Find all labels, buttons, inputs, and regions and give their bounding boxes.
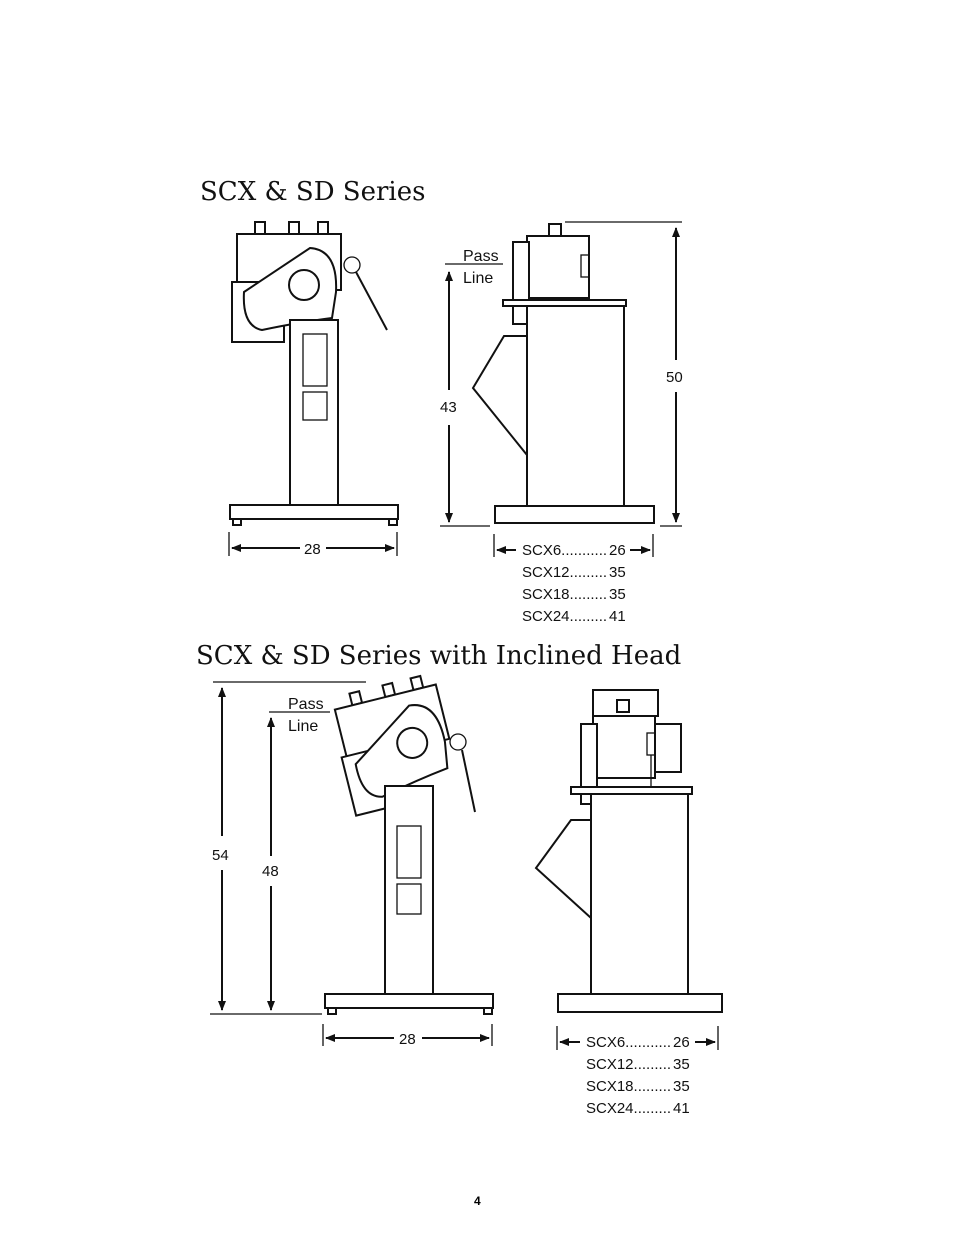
- inclined-pass-line-dimension: Pass Line 48: [262, 696, 330, 1011]
- depth-value: 35: [673, 1078, 690, 1095]
- side-view-machine: [471, 223, 655, 524]
- section1-title: SCX & SD Series: [200, 177, 425, 207]
- pass-label: Pass: [463, 248, 499, 265]
- total-height-dimension: 50: [565, 221, 683, 527]
- front-width-label: 28: [304, 541, 321, 558]
- inclined-side-view-machine: [534, 689, 723, 1013]
- section2-title: SCX & SD Series with Inclined Head: [196, 641, 681, 671]
- inclined-front-view-machine: [324, 674, 494, 1015]
- front-width-dimension: 28: [228, 532, 398, 558]
- total-height-label: 50: [666, 369, 683, 386]
- inclined-total-height-label: 54: [212, 847, 229, 864]
- depth-value: 35: [609, 586, 626, 603]
- depth-table: SCX6........... 26 SCX12......... 35 SCX…: [493, 534, 654, 625]
- depth-model: SCX18.........: [522, 586, 607, 603]
- depth-value: 41: [673, 1100, 690, 1117]
- depth-model: SCX12.........: [586, 1056, 671, 1073]
- depth-value: 35: [673, 1056, 690, 1073]
- pass-label: Pass: [288, 696, 324, 713]
- depth-value: 26: [609, 542, 626, 559]
- depth-model: SCX18.........: [586, 1078, 671, 1095]
- pass-line-dimension: Pass Line 43: [440, 248, 503, 527]
- page-number: 4: [474, 1194, 481, 1208]
- depth-model: SCX12.........: [522, 564, 607, 581]
- depth-value: 26: [673, 1034, 690, 1051]
- depth-value: 35: [609, 564, 626, 581]
- depth-model: SCX24.........: [586, 1100, 671, 1117]
- depth-model: SCX24.........: [522, 608, 607, 625]
- front-view-machine: [229, 221, 399, 526]
- line-label: Line: [288, 718, 318, 735]
- depth-value: 41: [609, 608, 626, 625]
- inclined-depth-table: SCX6........... 26 SCX12......... 35 SCX…: [556, 1026, 719, 1117]
- inclined-front-width-label: 28: [399, 1031, 416, 1048]
- inclined-front-width-dimension: 28: [322, 1024, 493, 1048]
- inclined-pass-height-label: 48: [262, 863, 279, 880]
- inclined-total-height-dimension: 54: [210, 681, 366, 1015]
- line-label: Line: [463, 270, 493, 287]
- depth-model: SCX6...........: [586, 1034, 671, 1051]
- depth-model: SCX6...........: [522, 542, 607, 559]
- pass-height-label: 43: [440, 399, 457, 416]
